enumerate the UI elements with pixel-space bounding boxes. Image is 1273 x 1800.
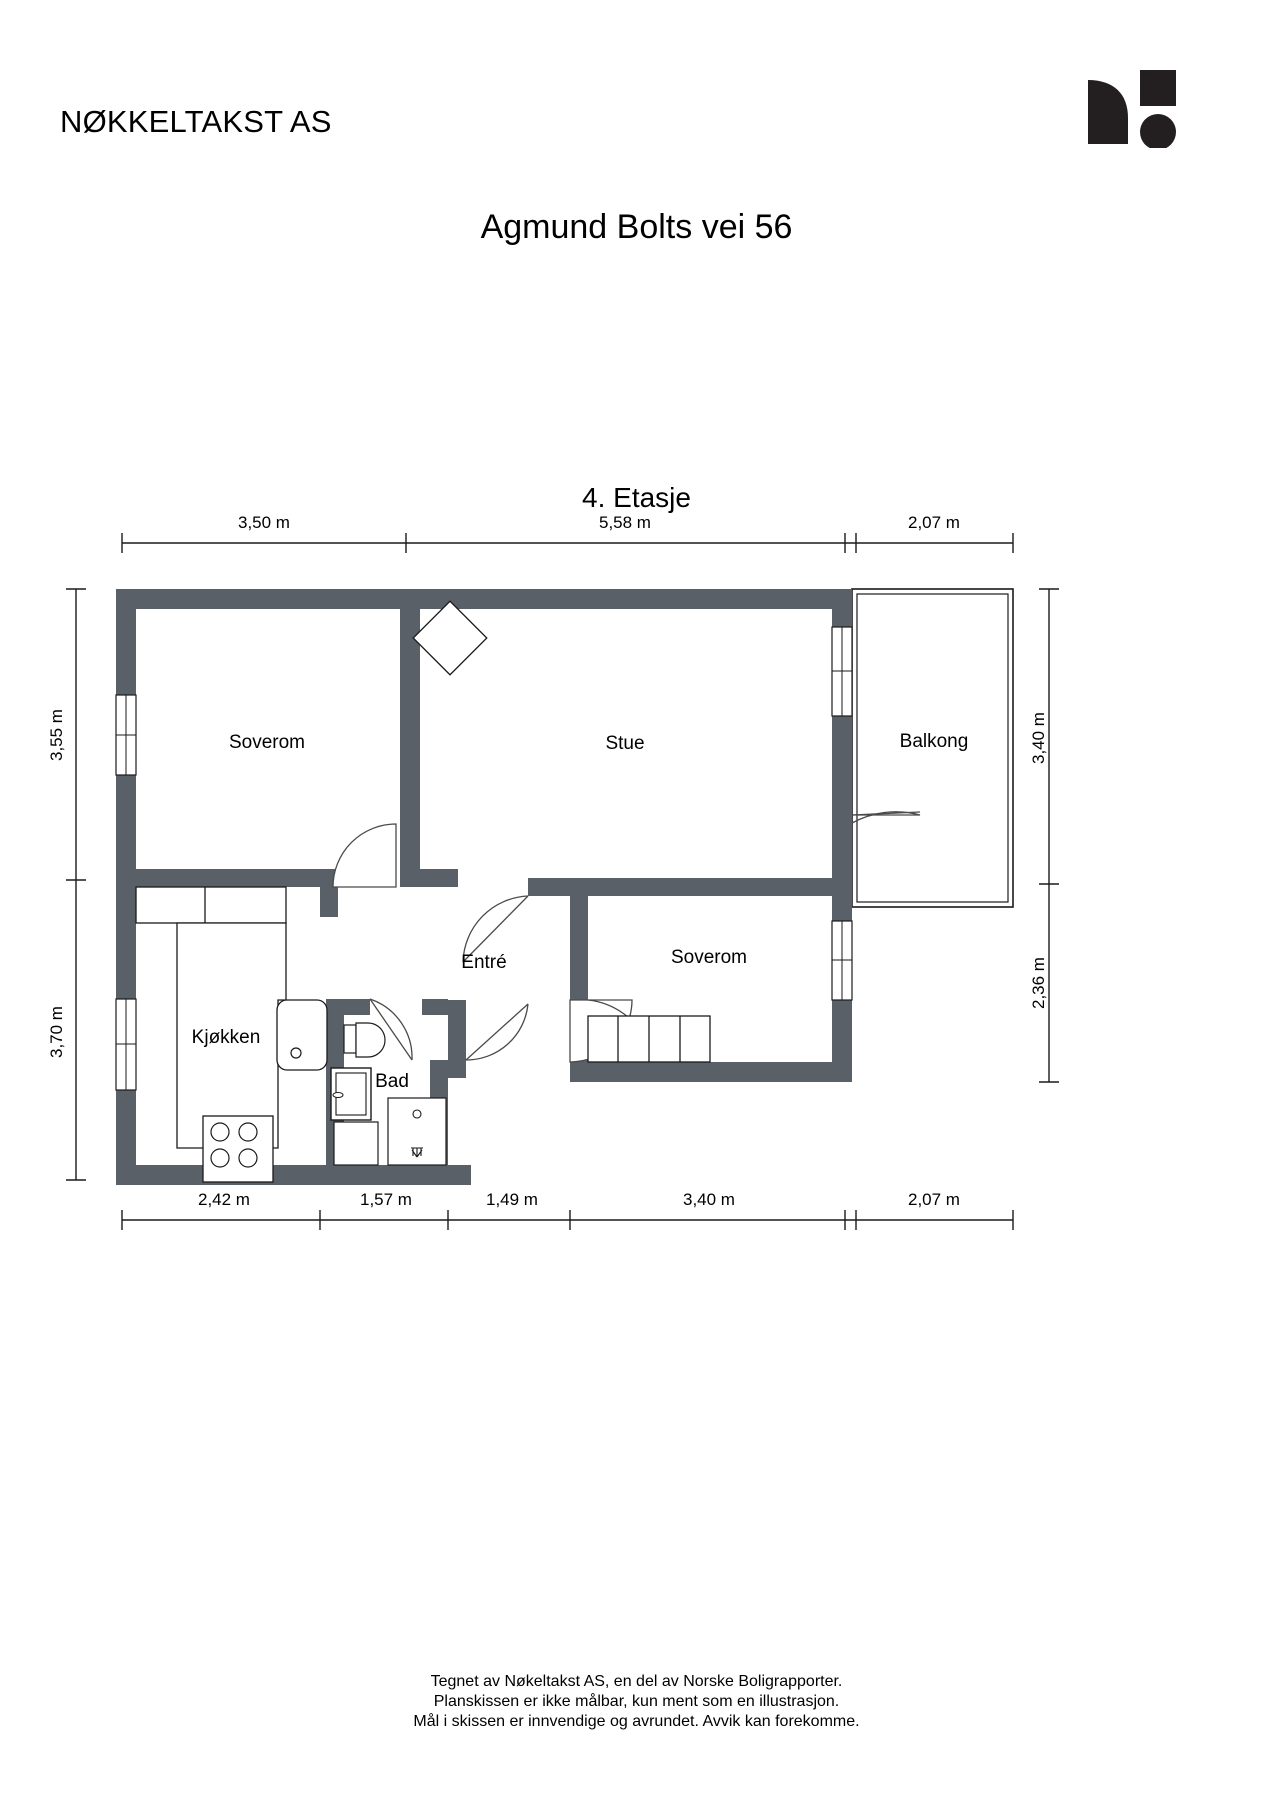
dimension-right-1: 2,36 m <box>1029 957 1048 1009</box>
window-kitchen <box>115 998 137 1091</box>
room-label-bad: Bad <box>375 1071 409 1092</box>
page-title: Agmund Bolts vei 56 <box>480 208 793 246</box>
room-label-balkong: Balkong <box>900 731 969 752</box>
dimension-row-right <box>1039 588 1059 1083</box>
dimension-bottom-0: 2,42 m <box>198 1190 250 1209</box>
toilet-icon <box>343 1022 386 1058</box>
dimension-row-top <box>121 533 1014 553</box>
room-label-soverom-nw: Soverom <box>229 732 305 753</box>
logo-flag-shape <box>1088 80 1128 144</box>
door-nw-bedroom <box>332 823 397 888</box>
nokkeltakst-logo <box>1084 56 1180 150</box>
wardrobe-se-bedroom <box>587 1015 711 1063</box>
dimension-top-1: 5,58 m <box>599 513 651 532</box>
window-se-bedroom <box>831 920 853 1001</box>
dimension-row-bottom <box>121 1210 1014 1230</box>
door-entry-stue <box>462 895 529 963</box>
room-label-soverom-se: Soverom <box>671 947 747 968</box>
logo-square-shape <box>1140 70 1176 106</box>
company-name: NØKKELTAKST AS <box>60 104 332 139</box>
dimension-row-left <box>66 588 86 1181</box>
balcony-outline <box>851 588 1014 908</box>
dimension-bottom-2: 1,49 m <box>486 1190 538 1209</box>
door-balcony <box>851 811 921 824</box>
window-nw-bedroom <box>115 694 137 776</box>
dimension-top-2: 2,07 m <box>908 513 960 532</box>
kitchen-fixtures <box>135 886 328 1183</box>
dimension-bottom-1: 1,57 m <box>360 1190 412 1209</box>
dimension-right-0: 3,40 m <box>1029 712 1048 764</box>
footer-line-3: Mål i skissen er innvendige og avrundet.… <box>413 1713 860 1730</box>
fireplace-icon <box>412 600 488 676</box>
footer-line-1: Tegnet av Nøkeltakst AS, en del av Norsk… <box>430 1673 843 1690</box>
logo-circle-shape <box>1140 114 1176 150</box>
window-stue-balcony <box>831 626 853 717</box>
bathroom-cabinet <box>333 1121 379 1166</box>
footer-note: Tegnet av Nøkeltakst AS, en del av Norsk… <box>0 1672 1273 1732</box>
dimension-bottom-3: 3,40 m <box>683 1190 735 1209</box>
washbasin-icon <box>330 1067 372 1121</box>
dimension-top-0: 3,50 m <box>238 513 290 532</box>
room-label-entre: Entré <box>461 952 506 973</box>
dimension-bottom-4: 2,07 m <box>908 1190 960 1209</box>
door-bathroom <box>369 998 413 1061</box>
windows <box>115 626 853 1091</box>
bathroom-fixtures <box>330 1022 447 1166</box>
dimension-left-0: 3,55 m <box>47 709 66 761</box>
shower-drain-icon <box>387 1097 447 1166</box>
logo-svg <box>1088 70 1176 150</box>
floor-title: 4. Etasje <box>582 482 691 513</box>
room-label-stue: Stue <box>605 733 644 754</box>
footer-line-2: Planskissen er ikke målbar, kun ment som… <box>433 1693 840 1710</box>
dimension-left-1: 3,70 m <box>47 1006 66 1058</box>
door-entry <box>465 1003 529 1061</box>
room-label-kjokken: Kjøkken <box>192 1027 261 1048</box>
